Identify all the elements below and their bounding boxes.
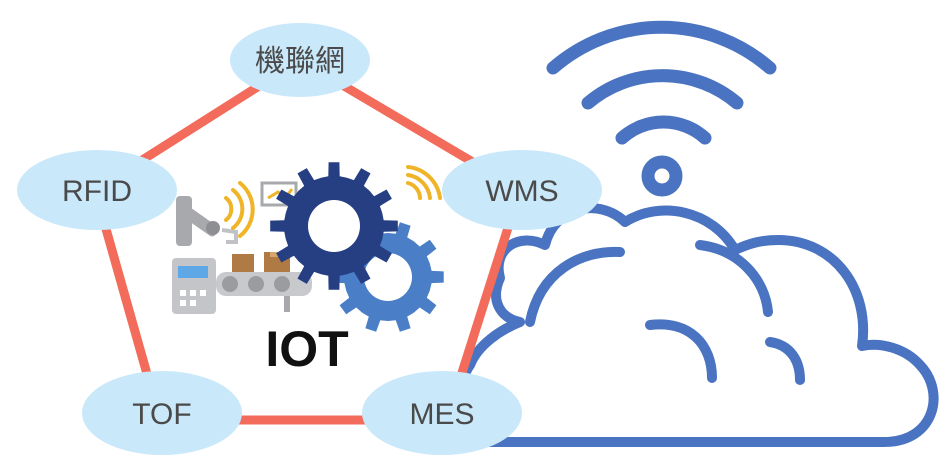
center-label: IOT: [265, 321, 348, 377]
node-label-tof: TOF: [132, 398, 191, 431]
cloud-icon: [456, 203, 939, 447]
node-label-m2m: 機聯網: [255, 45, 345, 78]
node-rfid: RFID: [17, 150, 177, 230]
node-label-wms: WMS: [485, 175, 558, 208]
node-label-rfid: RFID: [62, 175, 132, 208]
factory-robot-icon: [172, 196, 238, 314]
gear-small-icon-hole: [364, 253, 412, 301]
node-tof: TOF: [82, 371, 242, 455]
node-label-mes: MES: [409, 398, 474, 431]
node-mes: MES: [362, 371, 522, 455]
node-wms: WMS: [442, 150, 602, 230]
wifi-icon: [546, 20, 777, 197]
gear-large-icon-hole: [308, 200, 360, 252]
conveyor-icon: [216, 252, 312, 312]
signal-icon: [224, 165, 442, 238]
gear-icon: [270, 162, 444, 332]
node-m2m: 機聯網: [230, 23, 370, 97]
